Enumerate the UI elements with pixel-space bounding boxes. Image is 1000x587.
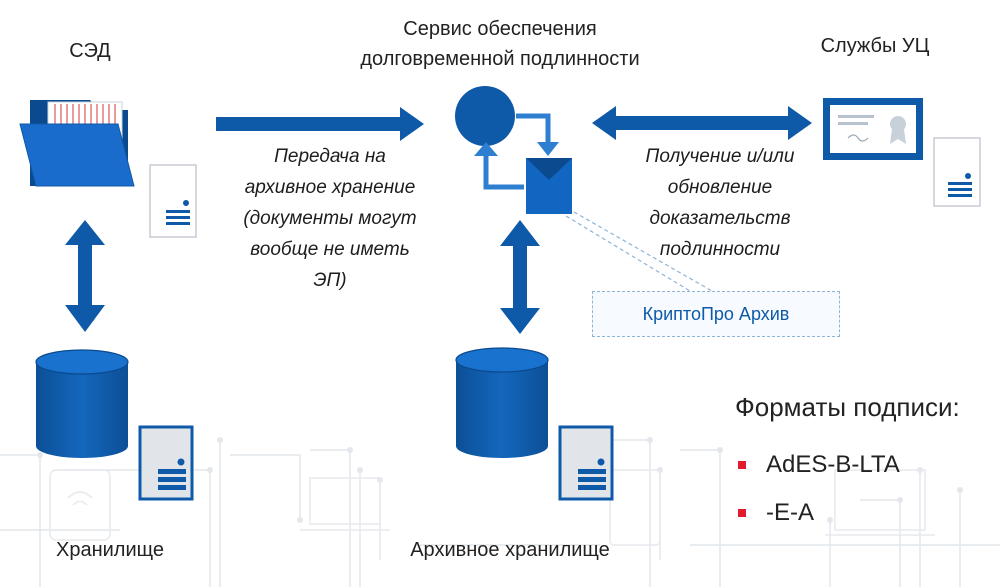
- edge-label-evidence-line: Получение и/или: [645, 146, 795, 167]
- node-label-archive: Архивное хранилище: [410, 539, 610, 561]
- formats-title: Форматы подписи:: [735, 392, 960, 422]
- edge-label-transfer-line: (документы могут: [243, 208, 417, 229]
- arrow-sed-service: [216, 107, 424, 141]
- bullet-icon: [738, 509, 746, 517]
- node-label-service-line1: Сервис обеспечения: [403, 18, 597, 40]
- edge-label-transfer-line: вообще не иметь: [250, 239, 410, 260]
- server-icon: [138, 425, 194, 501]
- edge-label-transfer: Передача на архивное хранение (документы…: [220, 141, 440, 296]
- edge-label-evidence-line: доказательств: [649, 208, 791, 229]
- edge-label-evidence-line: обновление: [667, 177, 773, 198]
- server-icon: [933, 137, 981, 207]
- edge-label-transfer-line: архивное хранение: [244, 177, 416, 198]
- server-icon: [558, 425, 614, 501]
- node-label-storage: Хранилище: [56, 539, 164, 561]
- folder-icon: [19, 100, 135, 187]
- format-item-label: -E-A: [766, 499, 814, 526]
- node-label-service: Сервис обеспечения долговременной подлин…: [300, 14, 700, 74]
- certificate-icon: [823, 98, 923, 160]
- arrow-service-archive: [500, 220, 540, 334]
- server-icon: [149, 164, 197, 238]
- edge-label-transfer-line: Передача на: [274, 146, 386, 167]
- process-cycle-icon: [455, 86, 572, 214]
- list-item: AdES-B-LTA: [738, 441, 900, 489]
- database-icon: [455, 347, 549, 458]
- arrow-service-ca: [592, 106, 812, 140]
- product-badge: КриптоПро Архив: [592, 291, 840, 337]
- badge-connector: [565, 211, 713, 292]
- edge-label-evidence-line: подлинности: [659, 239, 781, 260]
- node-label-sed: СЭД: [69, 40, 111, 62]
- edge-label-evidence: Получение и/или обновление доказательств…: [610, 141, 830, 265]
- node-label-ca: Службы УЦ: [820, 35, 930, 57]
- product-badge-label: КриптоПро Архив: [642, 303, 790, 324]
- list-item: -E-A: [738, 489, 900, 537]
- database-icon: [35, 349, 129, 458]
- arrow-sed-storage: [65, 220, 105, 332]
- bullet-icon: [738, 461, 746, 469]
- formats-list: AdES-B-LTA -E-A: [738, 441, 900, 537]
- format-item-label: AdES-B-LTA: [766, 451, 900, 478]
- node-label-service-line2: долговременной подлинности: [360, 48, 640, 70]
- edge-label-transfer-line: ЭП): [313, 270, 347, 291]
